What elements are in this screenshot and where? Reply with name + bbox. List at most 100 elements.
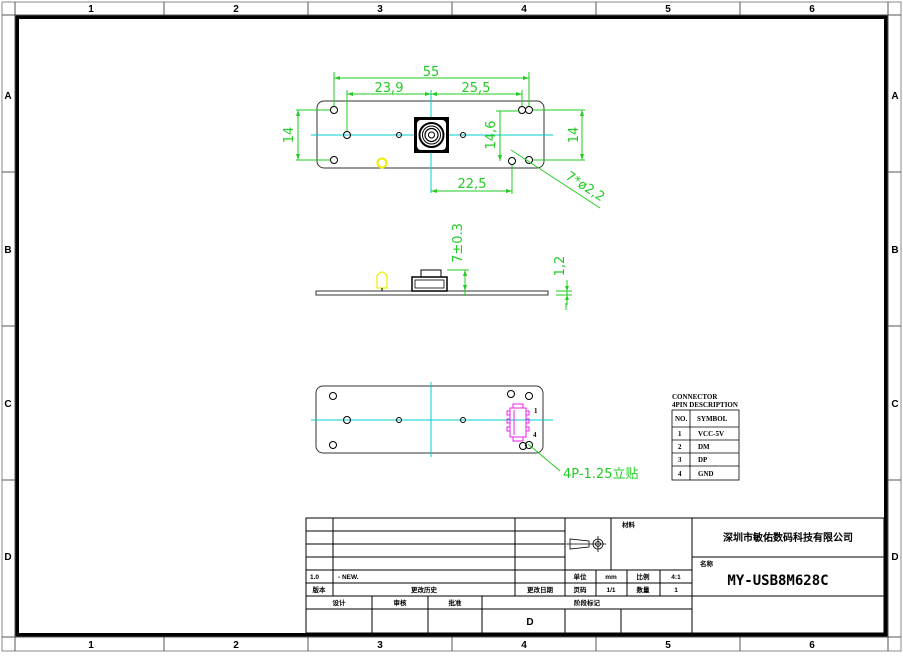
row-label-d-right: D [891, 552, 898, 563]
projection-symbol-icon [566, 536, 606, 552]
left-zone-ruler [2, 2, 16, 651]
label-unit: 单位 [574, 572, 588, 581]
row-label-a: A [4, 91, 11, 102]
column-label-1-bottom: 1 [88, 640, 94, 651]
label-design: 设计 [333, 598, 347, 607]
dimension-arrows [296, 76, 584, 193]
dim-overall-length: 55 [423, 65, 440, 80]
row-label-c: C [4, 399, 11, 410]
scale-value: 4:1 [671, 574, 681, 581]
mounting-hole-icon [396, 417, 402, 423]
dim-center-to-right: 25,5 [462, 81, 491, 96]
mounting-hole-icon [525, 392, 533, 400]
table-cell-symbol: VCC-5V [698, 430, 724, 438]
dim-right-inner-height: 14,6 [484, 121, 499, 150]
table-header-no: NO. [675, 415, 688, 423]
table-cell-no: 4 [678, 470, 682, 478]
pin-label-1: 1 [534, 407, 538, 415]
column-label-2-bottom: 2 [233, 640, 239, 651]
dimension-lines-top [296, 72, 601, 209]
label-review: 审核 [394, 598, 408, 607]
dim-hole-callout: 7*ø2,2 [563, 169, 608, 205]
unit-value: mm [605, 574, 617, 581]
connector-table-subtitle: 4PIN DESCRIPTION [672, 401, 738, 409]
top-zone-ruler [2, 2, 901, 16]
mounting-hole-icon [507, 390, 515, 398]
dim-component-height: 7±0.3 [451, 223, 466, 263]
table-cell-symbol: DP [698, 456, 708, 464]
revision-version: 1.0 [310, 574, 319, 581]
revision-note: - NEW. [338, 574, 359, 581]
inner-frame [15, 15, 888, 637]
bottom-zone-ruler [2, 636, 901, 651]
column-label-5: 5 [665, 4, 671, 15]
row-label-d: D [4, 552, 11, 563]
label-zone-mark: 阶段标记 [574, 598, 601, 607]
column-label-4-bottom: 4 [521, 640, 527, 651]
mounting-hole-icon [329, 392, 337, 400]
label-quantity: 数量 [637, 585, 651, 594]
table-cell-symbol: GND [698, 470, 714, 478]
label-page: 页码 [574, 586, 588, 594]
part-name: MY-USB8M628C [727, 573, 828, 589]
dim-right-height: 14 [567, 127, 582, 144]
mounting-hole-icon [343, 416, 351, 424]
label-change-history: 更改历史 [411, 585, 438, 594]
mounting-hole-icon [519, 442, 527, 450]
zone-value: D [526, 617, 533, 628]
label-name: 名称 [700, 559, 714, 568]
label-material: 材料 [621, 520, 636, 529]
dim-left-height: 14 [282, 127, 297, 144]
mounting-hole-icon [460, 417, 466, 423]
column-label-4: 4 [521, 4, 527, 15]
row-label-c-right: C [891, 399, 898, 410]
mounting-hole-icon [508, 157, 516, 165]
connector-pin-table: CONNECTOR 4PIN DESCRIPTION NO. SYMBOL 1 … [671, 393, 740, 481]
dim-center-to-hole: 22,5 [458, 177, 487, 192]
mounting-hole-icon [525, 106, 533, 114]
label-scale: 比例 [637, 572, 651, 581]
connector-4p-icon [506, 403, 530, 442]
column-label-5-bottom: 5 [665, 640, 671, 651]
mounting-hole-icon [330, 156, 338, 164]
column-label-6: 6 [809, 4, 815, 15]
dim-board-thickness: 1,2 [553, 256, 568, 277]
column-label-1: 1 [88, 4, 94, 15]
company-name: 深圳市敏佑数码科技有限公司 [723, 531, 853, 544]
dim-left-to-center: 23,9 [375, 81, 404, 96]
connector-leader-line [527, 443, 561, 472]
lens-module-side [411, 276, 448, 292]
mounting-hole-icon [396, 132, 402, 138]
led-icon [376, 157, 388, 169]
mounting-hole-icon [329, 441, 337, 449]
mounting-hole-icon [330, 106, 338, 114]
quantity-value: 1 [674, 587, 678, 594]
column-label-2: 2 [233, 4, 239, 15]
mounting-hole-icon [525, 441, 533, 449]
row-label-a-right: A [891, 91, 898, 102]
label-approve: 批准 [449, 598, 463, 607]
camera-lens-icon [414, 117, 449, 153]
top-view: 55 23,9 25,5 14 14,6 14 22,5 7*ø2,2 [282, 65, 608, 209]
pin-label-4: 4 [533, 431, 537, 439]
connector-callout: 4P-1.25立贴 [563, 467, 638, 482]
column-label-3-bottom: 3 [377, 640, 383, 651]
mounting-hole-icon [343, 131, 351, 139]
table-cell-no: 3 [678, 456, 682, 464]
bottom-view: 1 4 4P-1.25立贴 [311, 382, 638, 482]
row-label-b-right: B [891, 245, 898, 256]
column-label-3: 3 [377, 4, 383, 15]
label-version: 版本 [312, 585, 327, 594]
connector-table-title: CONNECTOR [672, 393, 718, 401]
side-view: 7±0.3 1,2 [315, 223, 572, 310]
row-label-b: B [4, 245, 11, 256]
mounting-hole-icon [518, 106, 526, 114]
column-label-6-bottom: 6 [809, 640, 815, 651]
table-header-symbol: SYMBOL [697, 415, 728, 423]
right-zone-ruler [887, 2, 901, 651]
title-block [305, 517, 885, 634]
table-cell-no: 2 [678, 443, 682, 451]
led-side-icon [376, 271, 388, 289]
